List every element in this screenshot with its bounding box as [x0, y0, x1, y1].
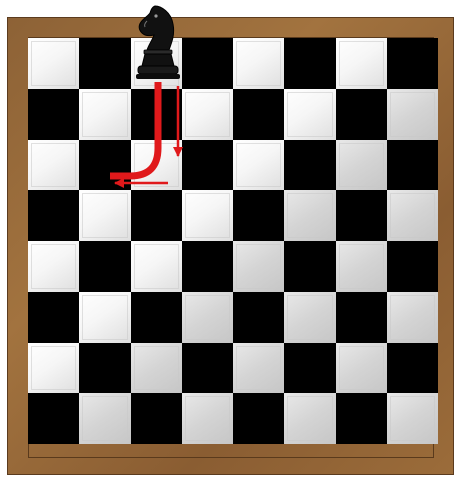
square-f3[interactable] [284, 292, 335, 343]
square-c4[interactable] [131, 241, 182, 292]
square-a6[interactable] [28, 140, 79, 191]
square-e3[interactable] [233, 292, 284, 343]
square-b3[interactable] [79, 292, 130, 343]
square-g2[interactable] [336, 343, 387, 394]
square-g8[interactable] [336, 38, 387, 89]
square-c5[interactable] [131, 190, 182, 241]
square-e7[interactable] [233, 89, 284, 140]
square-b7[interactable] [79, 89, 130, 140]
square-a3[interactable] [28, 292, 79, 343]
square-b8[interactable] [79, 38, 130, 89]
square-h2[interactable] [387, 343, 438, 394]
square-f1[interactable] [284, 393, 335, 444]
square-c6[interactable] [131, 140, 182, 191]
square-d7[interactable] [182, 89, 233, 140]
square-c7[interactable] [131, 89, 182, 140]
square-d2[interactable] [182, 343, 233, 394]
square-d6[interactable] [182, 140, 233, 191]
square-e2[interactable] [233, 343, 284, 394]
square-a1[interactable] [28, 393, 79, 444]
square-g7[interactable] [336, 89, 387, 140]
square-e4[interactable] [233, 241, 284, 292]
square-a4[interactable] [28, 241, 79, 292]
chess-board [28, 38, 438, 444]
square-h4[interactable] [387, 241, 438, 292]
square-h7[interactable] [387, 89, 438, 140]
square-a8[interactable] [28, 38, 79, 89]
square-h8[interactable] [387, 38, 438, 89]
square-c8[interactable] [131, 38, 182, 89]
square-c1[interactable] [131, 393, 182, 444]
square-d4[interactable] [182, 241, 233, 292]
square-h6[interactable] [387, 140, 438, 191]
square-g6[interactable] [336, 140, 387, 191]
square-c2[interactable] [131, 343, 182, 394]
square-e1[interactable] [233, 393, 284, 444]
square-b2[interactable] [79, 343, 130, 394]
square-f7[interactable] [284, 89, 335, 140]
square-h3[interactable] [387, 292, 438, 343]
square-e5[interactable] [233, 190, 284, 241]
square-b5[interactable] [79, 190, 130, 241]
square-g3[interactable] [336, 292, 387, 343]
square-a5[interactable] [28, 190, 79, 241]
square-g4[interactable] [336, 241, 387, 292]
square-b6[interactable] [79, 140, 130, 191]
square-a7[interactable] [28, 89, 79, 140]
square-f2[interactable] [284, 343, 335, 394]
square-e6[interactable] [233, 140, 284, 191]
square-f5[interactable] [284, 190, 335, 241]
square-d8[interactable] [182, 38, 233, 89]
square-g5[interactable] [336, 190, 387, 241]
square-b1[interactable] [79, 393, 130, 444]
square-c3[interactable] [131, 292, 182, 343]
square-h5[interactable] [387, 190, 438, 241]
square-f6[interactable] [284, 140, 335, 191]
square-d3[interactable] [182, 292, 233, 343]
square-g1[interactable] [336, 393, 387, 444]
square-f4[interactable] [284, 241, 335, 292]
square-f8[interactable] [284, 38, 335, 89]
square-e8[interactable] [233, 38, 284, 89]
square-b4[interactable] [79, 241, 130, 292]
square-a2[interactable] [28, 343, 79, 394]
square-d5[interactable] [182, 190, 233, 241]
square-h1[interactable] [387, 393, 438, 444]
square-d1[interactable] [182, 393, 233, 444]
